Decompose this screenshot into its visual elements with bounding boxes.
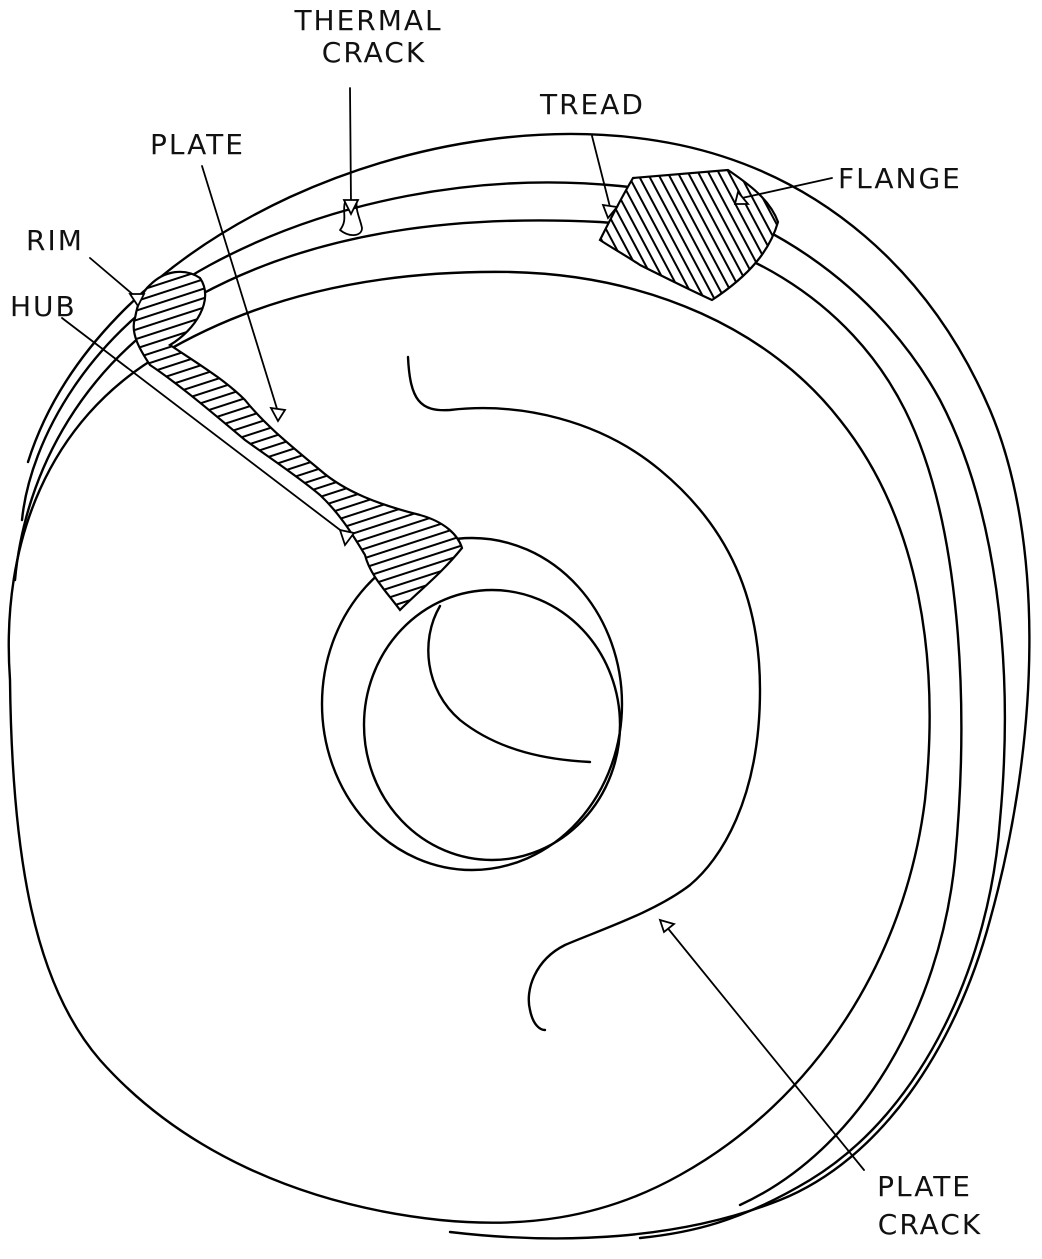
- flange-arrowhead: [733, 190, 750, 205]
- thermal-crack-mark: [339, 199, 363, 236]
- plate-leader: [201, 165, 279, 413]
- rim-arrowhead: [128, 293, 146, 308]
- tread-arrowhead: [601, 203, 619, 220]
- thermal-crack-arrowhead: [342, 199, 360, 217]
- plate-arrowhead: [269, 406, 287, 423]
- plate-crack-label: PLATE CRACK: [877, 1170, 983, 1241]
- flange-outer-edge: [26, 132, 1031, 1240]
- flange-leader: [741, 177, 833, 199]
- plate-label: PLATE: [150, 128, 245, 161]
- tread-cross-section: [598, 168, 780, 302]
- thermal-crack-label: THERMAL CRACK: [293, 4, 453, 69]
- tread-leader: [591, 135, 611, 208]
- wheel-face-outline: [7, 270, 931, 1224]
- hub-bore: [427, 604, 592, 764]
- thermal-crack-leader: [349, 87, 352, 204]
- hub-label: HUB: [10, 290, 77, 323]
- plate-crack-leader: [665, 925, 865, 1171]
- hub-outer-ring: [320, 536, 624, 872]
- plate-crack-arrowhead: [658, 918, 676, 934]
- rim-label: RIM: [26, 224, 84, 257]
- plate-crack-line: [406, 355, 762, 1032]
- hub-inner-ring: [362, 588, 622, 862]
- hub-leader: [61, 317, 349, 537]
- plate-cross-section: [132, 270, 464, 612]
- tread-edge: [20, 181, 1006, 1240]
- rim-leader: [89, 257, 138, 299]
- flange-label: FLANGE: [838, 162, 962, 195]
- tread-label: TREAD: [539, 88, 645, 121]
- hub-arrowhead: [338, 528, 356, 547]
